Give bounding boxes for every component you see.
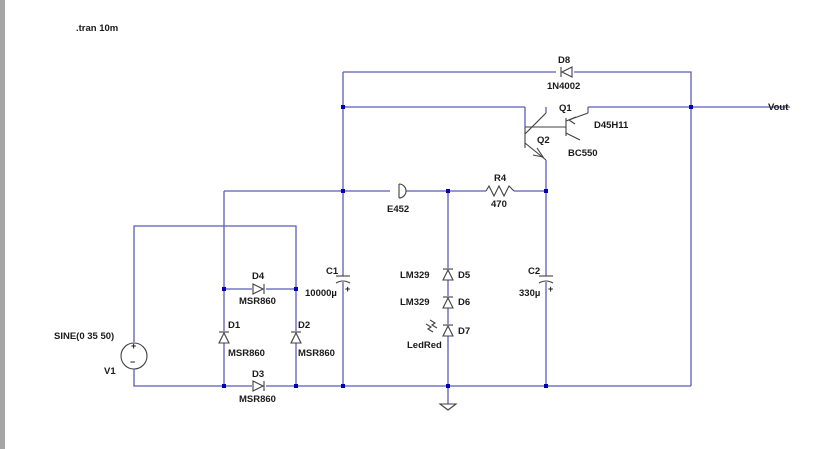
v1-ref: V1	[104, 366, 116, 377]
d8-ref: D8	[558, 55, 570, 66]
plus-sign: +	[131, 341, 136, 351]
q2-model: BC550	[568, 148, 598, 159]
c2-value: 330µ	[519, 288, 540, 299]
c2-ref: C2	[528, 266, 540, 277]
d3-ref: D3	[252, 369, 264, 380]
led-d7-icon[interactable]	[425, 319, 454, 337]
e452-ref: E452	[387, 204, 409, 215]
resistor-r4-icon[interactable]	[485, 184, 515, 198]
minus-sign: −	[130, 357, 135, 367]
d1-model: MSR860	[228, 348, 265, 359]
r4-value: 470	[491, 199, 507, 210]
d5-ref: D5	[458, 270, 471, 281]
d7-ref: D7	[458, 326, 470, 337]
r4-ref: R4	[494, 173, 507, 184]
d7-model: LedRed	[407, 340, 442, 351]
d6-ref: D6	[458, 297, 470, 308]
diode-d2-icon[interactable]	[290, 331, 302, 344]
window-border	[0, 0, 5, 449]
zener-d6-icon[interactable]	[442, 296, 454, 309]
q2-ref: Q2	[537, 135, 550, 146]
v1-value: SINE(0 35 50)	[54, 331, 114, 342]
voltage-source-v1[interactable]: + −	[120, 341, 148, 370]
capacitor-c1-icon[interactable]: +	[335, 275, 351, 294]
ground-icon	[438, 403, 458, 411]
q1-ref: Q1	[559, 103, 572, 114]
zener-d5-icon[interactable]	[442, 268, 454, 281]
d2-model: MSR860	[298, 348, 335, 359]
d4-ref: D4	[252, 271, 265, 282]
diode-d8-icon[interactable]	[560, 66, 573, 78]
diode-d1-icon[interactable]	[218, 331, 230, 344]
vout-label: Vout	[768, 102, 789, 113]
q1-model: D45H11	[594, 120, 629, 131]
capacitor-c2-icon[interactable]: +	[538, 275, 554, 294]
d8-model: 1N4002	[547, 81, 580, 92]
d5-model: LM329	[400, 270, 430, 281]
diode-d3-icon[interactable]	[252, 380, 265, 392]
current-regulator-e452-icon[interactable]	[398, 183, 407, 199]
d1-ref: D1	[228, 320, 241, 331]
c1-value: 10000µ	[305, 288, 337, 299]
d3-model: MSR860	[239, 394, 276, 405]
d4-model: MSR860	[239, 296, 276, 307]
d6-model: LM329	[400, 297, 430, 308]
transistor-q1-icon[interactable]	[525, 112, 589, 141]
spice-directive[interactable]: .tran 10m	[76, 23, 118, 34]
c1-ref: C1	[326, 266, 339, 277]
wires	[133, 71, 790, 404]
d2-ref: D2	[298, 320, 310, 331]
transistor-q2-icon[interactable]	[524, 112, 547, 161]
junction-dots	[222, 105, 693, 388]
c1-plus: +	[345, 284, 350, 294]
c2-plus: +	[548, 284, 553, 294]
diode-d4-icon[interactable]	[252, 283, 265, 295]
